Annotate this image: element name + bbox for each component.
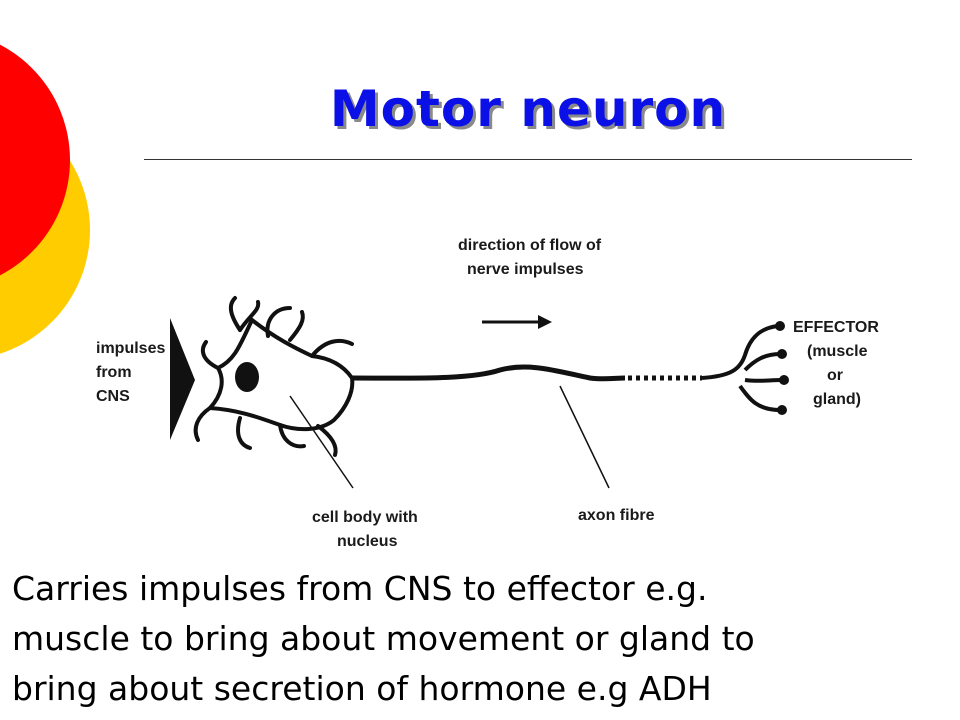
title-divider — [144, 159, 912, 160]
caption-line-2: muscle to bring about movement or gland … — [12, 619, 755, 658]
label-effector-line-2: (muscle — [807, 343, 868, 360]
impulse-wedge-shape — [170, 318, 195, 440]
label-cell-body-line-2: nucleus — [337, 533, 398, 550]
label-impulses-line-3: CNS — [96, 388, 130, 405]
terminal-knob — [777, 349, 787, 359]
axon-fibre-line — [351, 364, 626, 382]
label-impulses-line-1: impulses — [96, 340, 165, 357]
page-title: Motor neuron — [329, 80, 727, 138]
cell-body-leader-line — [289, 395, 354, 489]
cell-body-shape — [193, 296, 355, 457]
caption-text: Carries impulses from CNS to effector e.… — [12, 564, 952, 714]
motor-neuron-diagram: impulses from CNS EFFECTOR (muscle or gl… — [96, 237, 879, 550]
terminal-knob — [777, 405, 787, 415]
label-effector-line-1: EFFECTOR — [793, 319, 879, 336]
label-direction-line-2: nerve impulses — [467, 261, 584, 278]
label-direction-line-1: direction of flow of — [458, 237, 602, 254]
direction-arrow-head — [538, 315, 552, 329]
terminal-knob — [775, 321, 785, 331]
caption-line-1: Carries impulses from CNS to effector e.… — [12, 569, 708, 608]
label-axon-fibre: axon fibre — [578, 507, 655, 524]
nucleus-shape — [235, 362, 259, 392]
label-effector-line-3: or — [827, 367, 843, 384]
axon-leader-line — [559, 385, 610, 489]
label-effector-line-4: gland) — [813, 391, 861, 408]
axon-terminals-shape — [701, 324, 783, 412]
caption-line-3: bring about secretion of hormone e.g ADH — [12, 669, 712, 708]
label-impulses-line-2: from — [96, 364, 132, 381]
corner-decoration — [0, 44, 90, 354]
terminal-knob — [779, 375, 789, 385]
label-cell-body-line-1: cell body with — [312, 509, 418, 526]
red-circle-decoration — [0, 44, 70, 276]
